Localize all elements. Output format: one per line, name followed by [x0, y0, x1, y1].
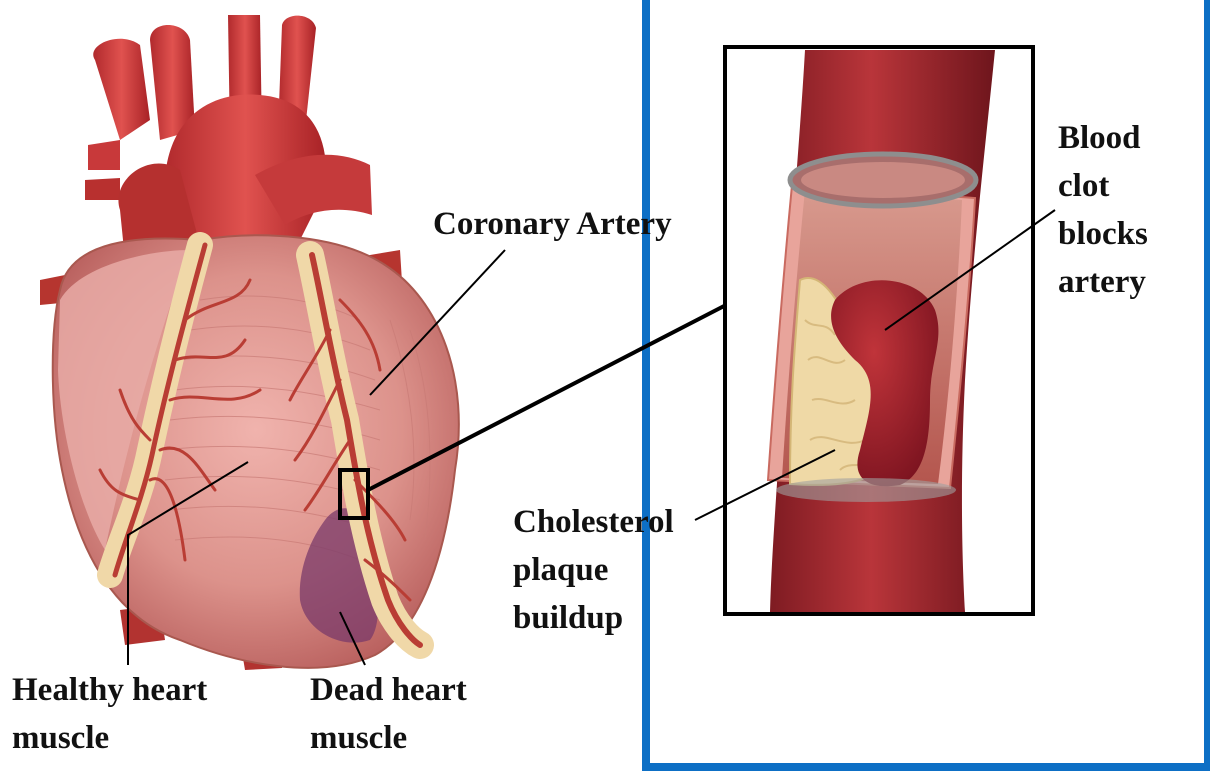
blood-clot-line-2: clot: [1058, 162, 1148, 210]
artery-inset: [725, 47, 1033, 614]
cholesterol-label: Cholesterol plaque buildup: [513, 498, 674, 642]
blood-clot-line-1: Blood: [1058, 114, 1148, 162]
healthy-line-2: muscle: [12, 714, 207, 762]
healthy-line-1: Healthy heart: [12, 666, 207, 714]
coronary-artery-text: Coronary Artery: [433, 200, 672, 248]
blood-clot-label: Blood clot blocks artery: [1058, 114, 1148, 306]
healthy-muscle-label: Healthy heart muscle: [12, 666, 207, 762]
coronary-artery-label: Coronary Artery: [433, 200, 672, 248]
cholesterol-line-2: plaque: [513, 546, 674, 594]
cholesterol-line-3: buildup: [513, 594, 674, 642]
blood-clot-line-3: blocks: [1058, 210, 1148, 258]
dead-muscle-label: Dead heart muscle: [310, 666, 467, 762]
dead-line-1: Dead heart: [310, 666, 467, 714]
dead-line-2: muscle: [310, 714, 467, 762]
cholesterol-line-1: Cholesterol: [513, 498, 674, 546]
blood-clot-line-4: artery: [1058, 258, 1148, 306]
